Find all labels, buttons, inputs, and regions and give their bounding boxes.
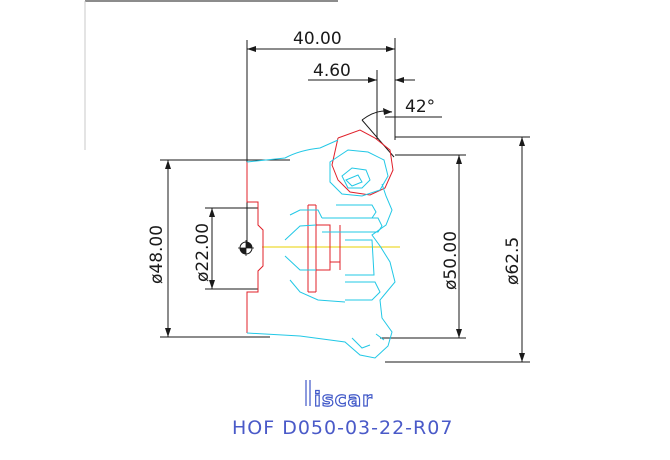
dim-dia-bore-label: ø22.00 <box>193 223 213 282</box>
dim-angle: 42° <box>361 97 442 158</box>
dim-angle-label: 42° <box>405 97 435 117</box>
dim-dia-cut: ø50.00 <box>380 154 466 339</box>
dim-offset: 4.60 <box>308 61 415 140</box>
dim-dia-shank-label: ø48.00 <box>147 225 167 284</box>
dim-dia-max-label: ø62.5 <box>503 237 523 285</box>
dim-dia-shank: ø48.00 <box>147 159 290 338</box>
dim-dia-bore: ø22.00 <box>193 207 258 290</box>
dim-length-total-label: 40.00 <box>293 29 342 49</box>
dim-dia-max: ø62.5 <box>385 136 530 363</box>
center-mark-icon <box>238 240 254 256</box>
brand-logo-text: iscar <box>314 387 373 411</box>
dim-dia-cut-label: ø50.00 <box>441 231 461 290</box>
model-number: HOF D050-03-22-R07 <box>232 417 453 439</box>
dim-length-total: 40.00 <box>246 29 396 245</box>
tool-insert-outline <box>246 139 396 359</box>
dim-offset-label: 4.60 <box>313 61 351 81</box>
brand-logo: iscar <box>305 380 373 412</box>
